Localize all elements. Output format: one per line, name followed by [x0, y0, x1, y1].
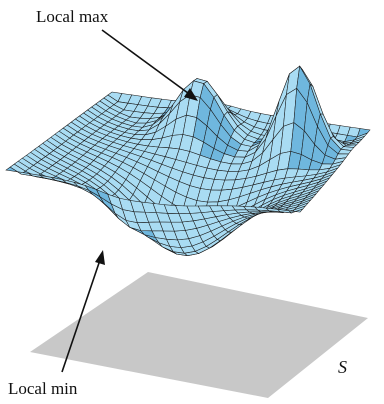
domain-label: S [338, 357, 347, 377]
local-min-arrow [61, 250, 105, 373]
surface-cell [287, 208, 304, 214]
surface-mesh [5, 65, 371, 256]
domain-plane [30, 272, 368, 398]
local-min-label: Local min [8, 379, 78, 398]
local-max-label: Local max [36, 7, 109, 26]
local-max-arrow [101, 29, 198, 101]
